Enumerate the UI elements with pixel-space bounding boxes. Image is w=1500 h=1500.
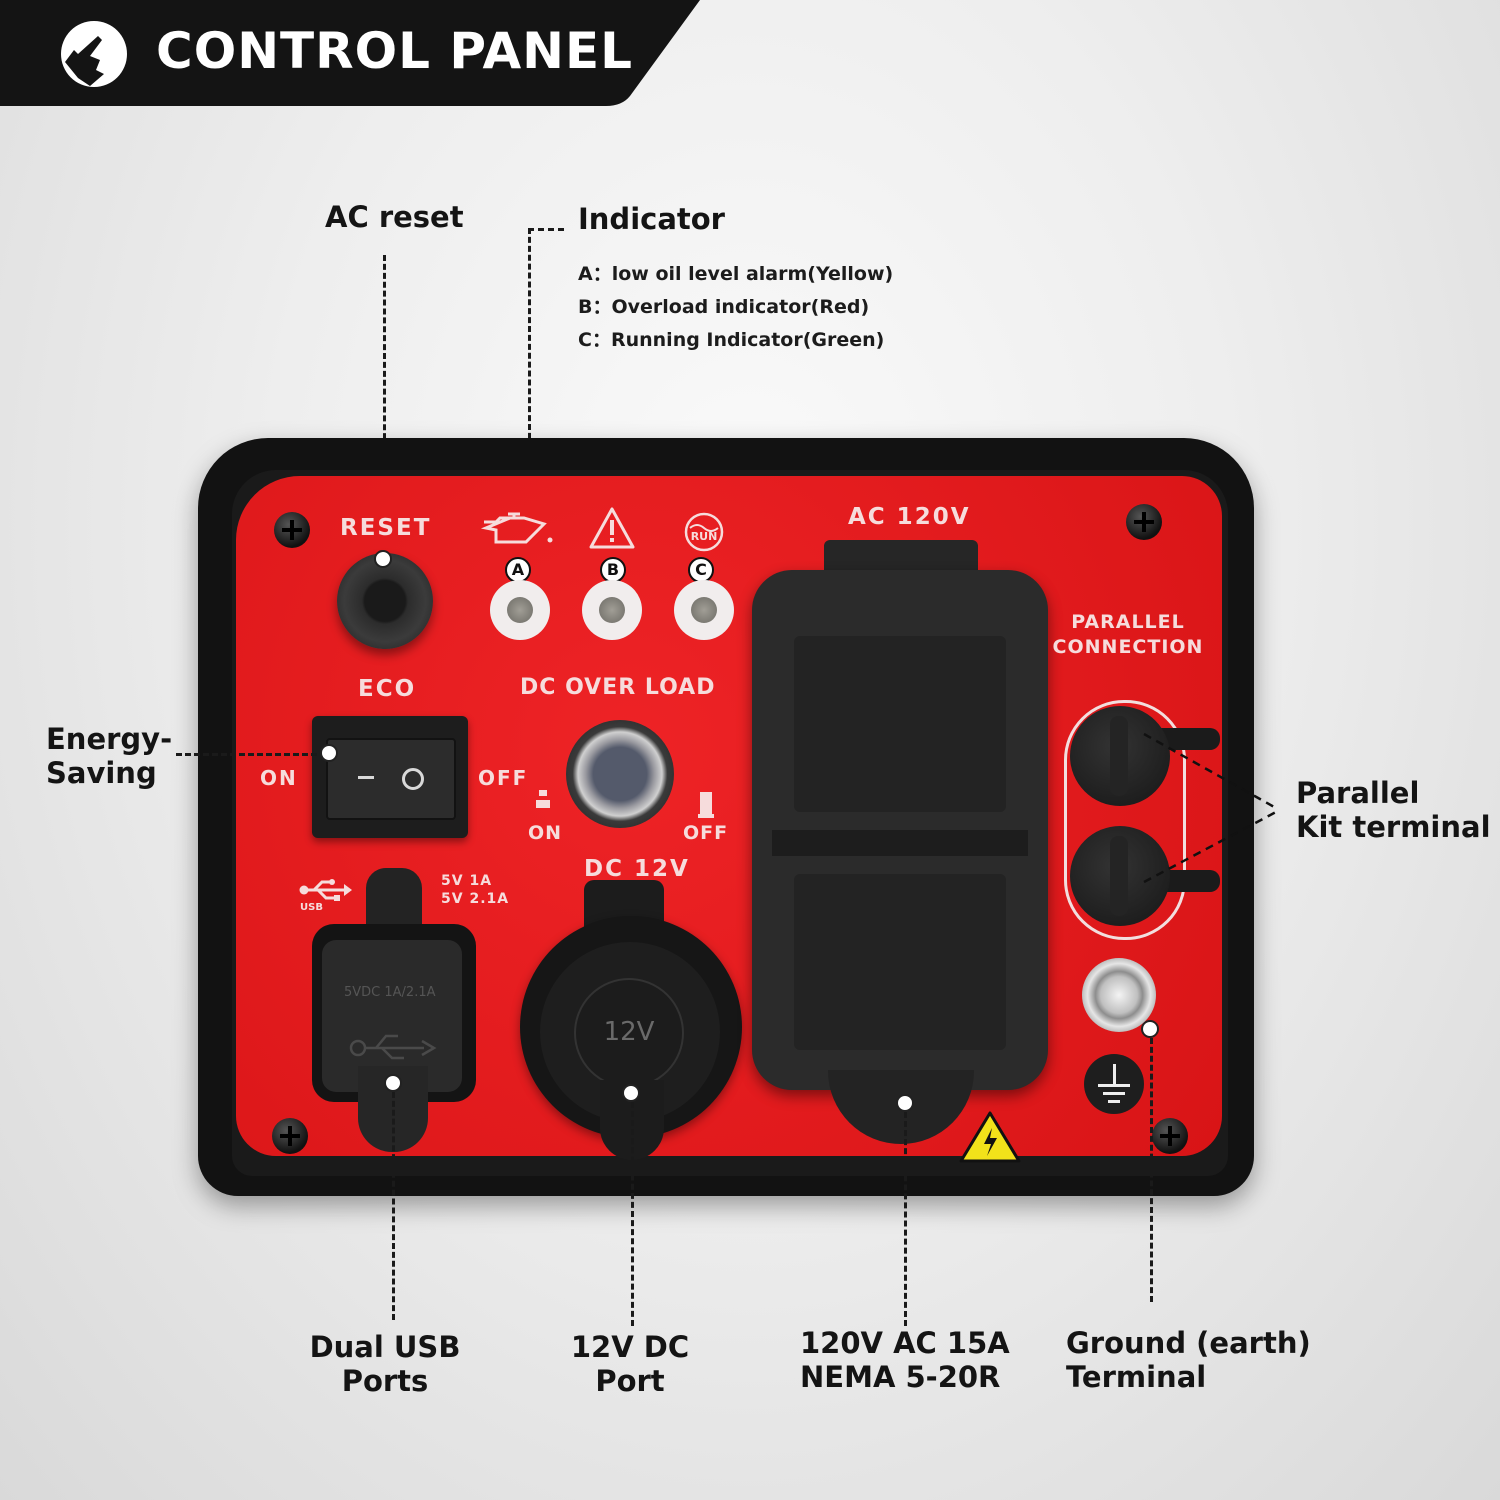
callout-dot	[896, 1094, 914, 1112]
running-indicator-light	[674, 580, 734, 640]
ground-terminal-bolt[interactable]	[1082, 958, 1156, 1032]
leader-line-energy-saving	[176, 753, 326, 756]
ac-cover-divider	[772, 830, 1028, 856]
eco-label: ECO	[358, 676, 417, 702]
reset-label: RESET	[340, 515, 432, 541]
eco-switch[interactable]	[312, 716, 468, 838]
svg-text:USB: USB	[300, 902, 323, 912]
parallel-terminal-cap-top[interactable]	[1070, 706, 1170, 806]
header-banner: CONTROL PANEL	[0, 0, 700, 108]
callout-indicator-title: Indicator	[578, 202, 725, 236]
ac-120v-label: AC 120V	[848, 504, 971, 530]
leader-line-ac-reset	[383, 255, 386, 555]
switch-off-symbol	[402, 768, 424, 790]
dc-12v-label: DC 12V	[584, 856, 690, 882]
callout-dot	[1141, 1020, 1159, 1038]
eco-switch-rocker[interactable]	[326, 738, 456, 820]
screw-icon	[272, 1118, 308, 1154]
run-icon: RUN	[682, 510, 726, 556]
dc-overload-on-label: ON	[528, 822, 563, 844]
usb-spec-label: 5V 1A 5V 2.1A	[441, 873, 510, 907]
leader-line-usb	[392, 1092, 395, 1320]
ground-symbol-icon	[1084, 1054, 1144, 1114]
callout-dot	[374, 550, 392, 568]
leader-line-dc	[631, 1102, 634, 1326]
overload-indicator-light	[582, 580, 642, 640]
callout-ac-outlet: 120V AC 15A NEMA 5-20R	[800, 1326, 1010, 1394]
hand-pointer-icon	[60, 20, 128, 88]
ac-cover-upper-panel	[794, 636, 1006, 812]
parallel-terminal-cap-bottom[interactable]	[1070, 826, 1170, 926]
usb-icon: USB	[298, 878, 354, 916]
callout-dot	[384, 1074, 402, 1092]
banner-shape	[0, 0, 700, 106]
usb-cover-text: 5VDC 1A/2.1A	[344, 985, 436, 1000]
leader-line-ground	[1150, 1038, 1153, 1302]
page-title: CONTROL PANEL	[156, 22, 634, 80]
indicator-tag-c: C	[688, 557, 714, 583]
callout-dual-usb: Dual USB Ports	[309, 1330, 461, 1398]
indicator-legend-item-c: C：Running Indicator(Green)	[578, 329, 885, 351]
screw-icon	[1152, 1118, 1188, 1154]
dc-overload-off-label: OFF	[683, 822, 729, 844]
usb-embossed-icon	[348, 1030, 438, 1068]
leader-line-indicator-h	[528, 228, 564, 231]
switch-on-symbol	[358, 776, 374, 779]
callout-dot	[320, 744, 338, 762]
eco-on-label: ON	[260, 766, 298, 790]
svg-text:RUN: RUN	[691, 530, 718, 543]
low-oil-indicator-light	[490, 580, 550, 640]
indicator-legend-item-b: B：Overload indicator(Red)	[578, 296, 870, 318]
callout-ground: Ground (earth) Terminal	[1066, 1326, 1311, 1394]
screw-icon	[274, 512, 310, 548]
warning-triangle-icon	[588, 506, 636, 554]
dc-overload-breaker-button[interactable]	[566, 720, 674, 828]
parallel-connection-label: PARALLEL CONNECTION	[1052, 611, 1204, 658]
breaker-released-icon	[698, 792, 714, 818]
breaker-pressed-icon	[534, 790, 552, 810]
indicator-legend-item-a: A：low oil level alarm(Yellow)	[578, 263, 894, 285]
callout-ac-reset: AC reset	[325, 200, 464, 234]
leader-line-indicator-v	[528, 228, 531, 528]
parallel-terminal-track	[1064, 700, 1186, 940]
callout-dot	[622, 1084, 640, 1102]
leader-line-ac	[904, 1112, 907, 1326]
screw-icon	[1126, 504, 1162, 540]
leader-line-parallel	[1140, 730, 1280, 894]
oil-can-icon	[480, 508, 556, 552]
ac-outlet-cover[interactable]	[752, 570, 1048, 1090]
ac-reset-button[interactable]	[337, 553, 433, 649]
dc-12v-cap[interactable]: 12V	[574, 978, 684, 1088]
eco-off-label: OFF	[478, 766, 529, 790]
indicator-legend: A：low oil level alarm(Yellow) B：Overload…	[578, 258, 893, 357]
high-voltage-warning-icon	[958, 1110, 1022, 1168]
callout-dc-port: 12V DC Port	[570, 1330, 690, 1398]
dc-overload-label: DC OVER LOAD	[520, 675, 716, 700]
ac-cover-lower-panel	[794, 874, 1006, 1050]
callout-energy-saving: Energy- Saving	[46, 722, 173, 790]
callout-parallel-kit: Parallel Kit terminal	[1296, 776, 1491, 844]
